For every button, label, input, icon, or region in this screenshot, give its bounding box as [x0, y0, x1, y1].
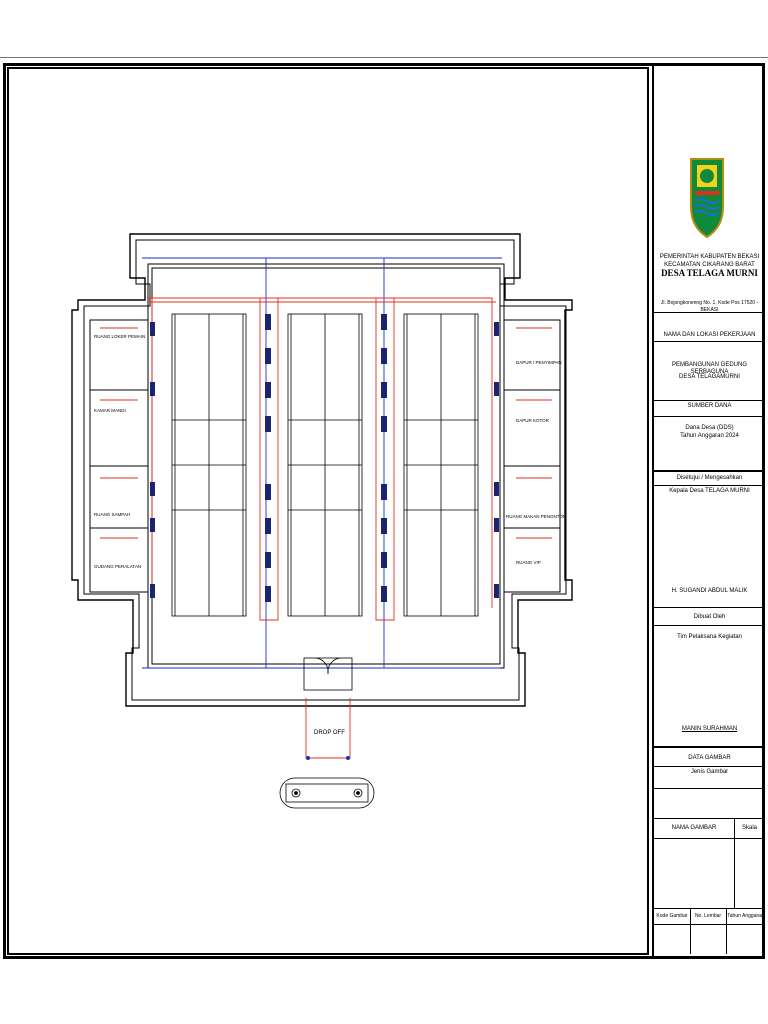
- drawing-outer-frame: [3, 63, 765, 959]
- fund-line-1: Dana Desa (DDS): [685, 425, 734, 431]
- scale-header: Skala: [741, 825, 757, 831]
- approval-name: H. SUGANDI ABDUL MALIK: [671, 588, 748, 594]
- room-label-left-2: KAMAR MANDI: [94, 408, 126, 413]
- title-block: PEMERINTAH KABUPATEN BEKASI KECAMATAN CI…: [652, 66, 765, 956]
- approval-title: Kepala Desa TELAGA MURNI: [669, 488, 750, 494]
- fund-line-2: Tahun Anggaran 2024: [680, 433, 739, 439]
- made-name: MANIN SURAHMAN: [681, 726, 738, 732]
- floor-plan: RUANG LOKER PEMAIN KAMAR MANDI RUANG SAM…: [71, 233, 573, 809]
- bekasi-crest-logo: [690, 158, 724, 239]
- code-header: Kode Gambar: [656, 913, 688, 919]
- room-label-left-1: RUANG LOKER PEMAIN: [94, 334, 145, 339]
- room-label-left-3: RUANG SAMPAH: [94, 512, 130, 517]
- data-header: DATA GAMBAR: [688, 755, 731, 761]
- year-header: Tahun Anggaran: [727, 913, 764, 919]
- room-label-right-1: DAPUR / PENYIMPAN: [516, 360, 562, 365]
- fund-header: SUMBER DANA: [687, 403, 732, 409]
- sheet-header: No. Lembar: [694, 913, 722, 919]
- gov-line-1: PEMERINTAH KABUPATEN BEKASI: [659, 254, 760, 260]
- gov-line-2: KECAMATAN CIKARANG BARAT: [664, 262, 755, 268]
- room-label-left-4: GUDANG PERALATAN: [94, 564, 141, 569]
- made-title: Tim Pelaksana Kegiatan: [677, 634, 742, 640]
- drawing-type: Jenis Gambar: [690, 769, 729, 775]
- drawing-inner-frame: [7, 67, 649, 955]
- room-label-right-4: RUANG VIP: [516, 560, 541, 565]
- village-name: DESA TELAGA MURNI: [661, 268, 758, 278]
- made-header: Dibuat Oleh: [693, 614, 726, 620]
- drop-off-label: DROP OFF: [314, 730, 345, 736]
- project-line-1: PEMBANGUNAN GEDUNG SERBAGUNA: [671, 362, 747, 375]
- page-top-rule: [0, 57, 768, 58]
- approval-header: Disetujui / Mengesahkan: [676, 475, 743, 481]
- room-label-right-3: RUANG MAKAN PENONTON: [506, 514, 566, 519]
- project-header: NAMA DAN LOKASI PEKERJAAN: [663, 332, 756, 338]
- address: Jl. Bojongkonenng No. 1, Kode Pos 17520 …: [660, 300, 759, 313]
- room-label-right-2: DAPUR KOTOR: [516, 418, 550, 423]
- project-line-2: DESA TELAGAMURNI: [679, 374, 740, 380]
- drawing-name-header: NAMA GAMBAR: [671, 825, 717, 831]
